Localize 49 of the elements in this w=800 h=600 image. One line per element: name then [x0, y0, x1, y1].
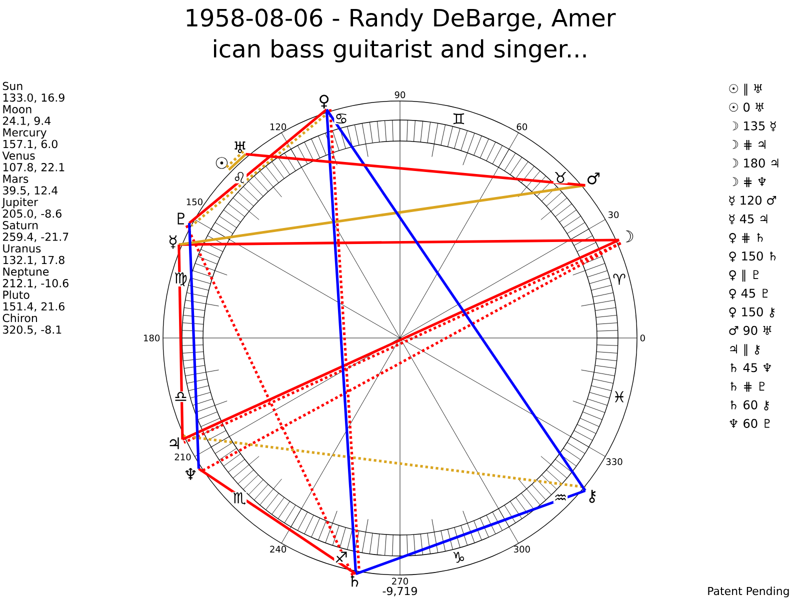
aspect-row: ♂ 90 ♅ — [729, 326, 772, 335]
position-value: 259.4, -21.7 — [3, 232, 68, 242]
planet-name: Saturn — [2, 221, 38, 230]
aspect-row: ♀ 150 ⚷ — [729, 307, 775, 318]
aspect-row: ☉ 0 ♅ — [729, 102, 764, 112]
planet-name: Sun — [2, 82, 22, 90]
aspect-row: ♄ 60 ⚷ — [730, 400, 769, 410]
planet-name: Mars — [3, 174, 28, 183]
position-value: 133.0, 16.9 — [3, 93, 64, 103]
planet-name: Mercury — [3, 128, 46, 139]
position-value: 157.1, 6.0 — [3, 140, 58, 150]
planet-glyph: ♄ — [350, 574, 358, 587]
aspect-row: ☽ 135 ☿ — [732, 121, 776, 132]
aspect-row: ♀ 45 ♇ — [729, 288, 768, 300]
degree-label: 90 — [394, 91, 406, 98]
position-value: 151.4, 21.6 — [3, 302, 64, 312]
planet-name: Pluto — [3, 290, 30, 299]
planet-name: Chiron — [2, 314, 37, 322]
aspect-row: ♀ ∥ ♇ — [729, 270, 758, 282]
chart-title: 1958-08-06 - Randy DeBarge, Amer ican bass guitarist and singer... — [186, 8, 616, 62]
planet-name: Neptune — [3, 268, 49, 278]
planet-name: Venus — [2, 152, 35, 160]
value-label: -9,719 — [382, 586, 417, 596]
footer-note: Patent Pending — [708, 586, 789, 598]
planet-name: Moon — [3, 105, 32, 114]
aspect-row: ♆ 60 ♇ — [730, 418, 770, 428]
aspect-row: ☽ ⋕ ♆ — [732, 177, 766, 188]
aspect-row: ☿ 45 ♃ — [729, 214, 768, 224]
position-value: 107.8, 22.1 — [3, 163, 64, 172]
aspect-row: ♀ ⋕ ♄ — [729, 233, 763, 244]
planet-name: Jupiter — [2, 198, 38, 208]
position-value: 320.5, -8.1 — [3, 325, 62, 335]
aspect-row: ♄ ⋕ ♇ — [730, 382, 764, 392]
aspect-row: ☽ ⋕ ♃ — [732, 140, 766, 150]
position-value: 39.5, 12.4 — [3, 186, 58, 196]
aspect-row: ♀ 150 ♄ — [729, 252, 776, 262]
position-value: 205.0, -8.6 — [3, 209, 62, 219]
aspect-row: ☉ ∥ ♅ — [729, 84, 762, 96]
degree-label: 0 — [640, 334, 645, 342]
position-value: 132.1, 17.8 — [3, 256, 64, 266]
aspect-row: ☽ 180 ♃ — [732, 158, 778, 168]
position-value: 212.1, -10.6 — [3, 279, 68, 288]
planet-name: Uranus — [3, 244, 41, 253]
degree-label: 180 — [144, 334, 160, 342]
aspect-row: ♃ ∥ ⚷ — [730, 344, 760, 356]
aspect-row: ☿ 120 ♂ — [729, 196, 776, 206]
position-value: 24.1, 9.4 — [3, 116, 51, 126]
aspect-row: ♄ 45 ♆ — [730, 363, 772, 372]
degree-label: 270 — [392, 578, 408, 585]
